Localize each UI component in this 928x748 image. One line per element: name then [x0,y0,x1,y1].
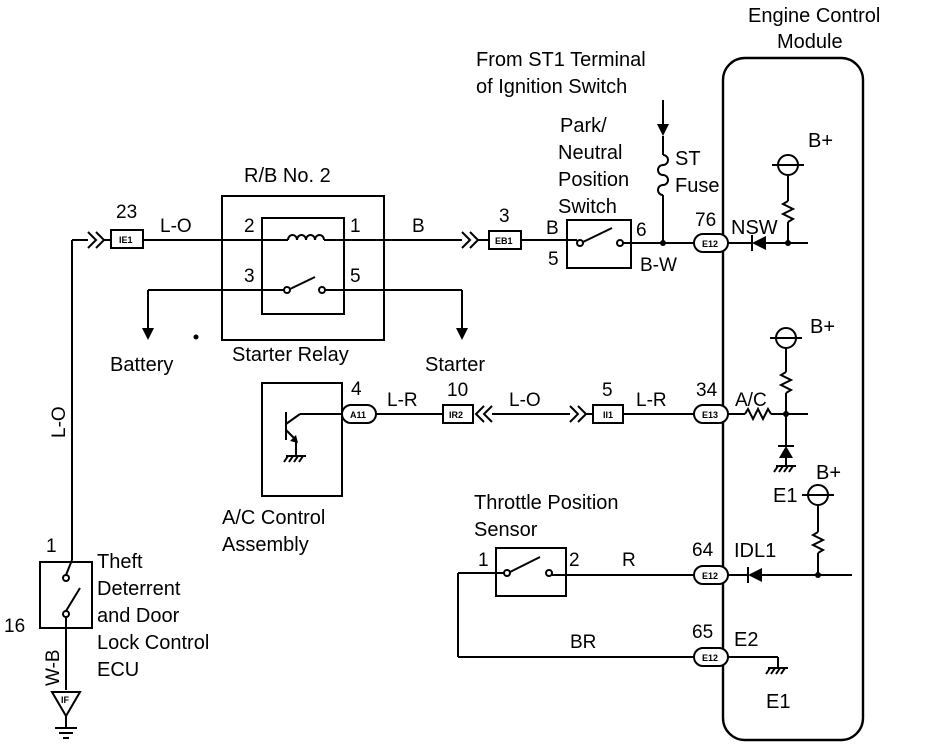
pin-64: 64 [692,540,714,561]
svg-text:E13: E13 [702,410,718,420]
svg-text:E12: E12 [702,653,718,663]
e1-label-b: E1 [766,691,790,713]
ac-resistor-icon [744,406,772,422]
connector-if-icon [50,691,82,718]
ac-diode-icon [779,446,793,458]
theft-line2: Deterrent [97,578,181,600]
pin-10: 10 [447,380,468,401]
svg-text:A11: A11 [350,410,366,420]
wire-r: R [622,550,636,571]
st-label: ST [675,148,701,170]
theft-line1: Theft [97,551,143,573]
st1-arrow-icon [657,124,669,136]
wire-wb-vertical: W-B [43,649,64,686]
bplus-label-1: B+ [808,130,833,152]
starter-arrow-icon [456,328,468,340]
pin-3-relay: 3 [244,266,255,287]
wire-br: BR [570,632,596,653]
theft-line4: Lock Control [97,632,209,654]
ac-control-box [261,382,343,497]
ecm-box [721,56,865,742]
e1-label-a: E1 [773,485,797,507]
pin-4: 4 [351,379,362,400]
wire-b-2: B [546,218,559,239]
wire-lo-1: L-O [160,216,192,237]
svg-text:E12: E12 [702,239,718,249]
theft-line3: and Door [97,605,180,627]
pin-76: 76 [695,210,716,231]
from-st1-line1: From ST1 Terminal [476,49,646,71]
fuse-label: Fuse [675,175,719,197]
pin-1-relay: 1 [350,216,361,237]
bplus-label-3: B+ [816,462,841,484]
battery-label: Battery [110,354,173,376]
ac-line2: Assembly [222,534,309,556]
pullup-resistor-2-icon [778,371,794,394]
tps-line2: Sensor [474,519,538,541]
tps-line1: Throttle Position [474,492,619,514]
wire-lo-vertical: L-O [49,406,70,438]
svg-text:IE1: IE1 [119,235,133,245]
svg-text:EB1: EB1 [495,236,513,246]
park-line4: Switch [558,196,617,218]
starter-relay-label: Starter Relay [232,344,349,366]
pin-1-tps: 1 [478,550,489,571]
pin-3-eb1: 3 [499,206,510,227]
pin-34: 34 [696,380,718,401]
pin-2-tps: 2 [569,550,580,571]
starter-relay-inner [261,217,345,315]
svg-text:IF: IF [61,695,70,705]
park-line3: Position [558,169,629,191]
idl1-diode-icon [748,568,762,582]
idl1-label: IDL1 [734,540,776,562]
pin-5-ii1: 5 [602,380,613,401]
pullup-resistor-3-icon [810,531,826,554]
wire-b-1: B [412,216,425,237]
ac-ground-icon [283,455,304,463]
connector-chevron-3-icon [474,405,493,423]
connector-chevron-4-icon [569,405,588,423]
ecm-ground-1-icon [773,465,794,473]
ecm-ground-2-icon [765,667,786,675]
rb-no2-label: R/B No. 2 [244,165,331,187]
wire-lr-2: L-R [636,390,667,411]
connector-chevron-1-icon [87,231,106,249]
ecm-title-line2: Module [777,31,843,53]
pin-5-relay: 5 [350,266,361,287]
from-st1-line2: of Ignition Switch [476,76,627,98]
battery-arrow-icon [142,328,154,340]
svg-text:II1: II1 [603,410,613,420]
pin-2-relay: 2 [244,216,255,237]
pullup-resistor-1-icon [780,200,796,223]
park-line2: Neutral [558,142,622,164]
ecm-title-line1: Engine Control [748,5,880,27]
nsw-label: NSW [731,217,778,239]
svg-text:IR2: IR2 [449,410,463,420]
wire-bw: B-W [640,255,677,276]
wire-lo-2: L-O [509,390,541,411]
pin-5-park: 5 [548,249,559,270]
bplus-label-2: B+ [810,316,835,338]
connector-ir2 [442,404,474,424]
st-fuse-icon [657,154,669,196]
pin-6-park: 6 [636,220,647,241]
pin-23: 23 [116,202,137,223]
ac-signal-label: A/C [735,390,767,411]
ac-line1: A/C Control [222,507,325,529]
starter-label: Starter [425,354,485,376]
connector-chevron-2-icon [461,231,480,249]
park-line1: Park/ [560,115,607,137]
nsw-diode-icon [752,236,766,250]
rb-no2-box [221,195,385,341]
theft-line5: ECU [97,659,139,681]
pin-1-theft: 1 [46,536,57,557]
pin-16: 16 [4,616,25,637]
e2-label: E2 [734,629,758,651]
relay-coil-icon [287,234,325,241]
pin-65: 65 [692,622,713,643]
wire-lr-1: L-R [387,390,418,411]
svg-text:E12: E12 [702,571,718,581]
